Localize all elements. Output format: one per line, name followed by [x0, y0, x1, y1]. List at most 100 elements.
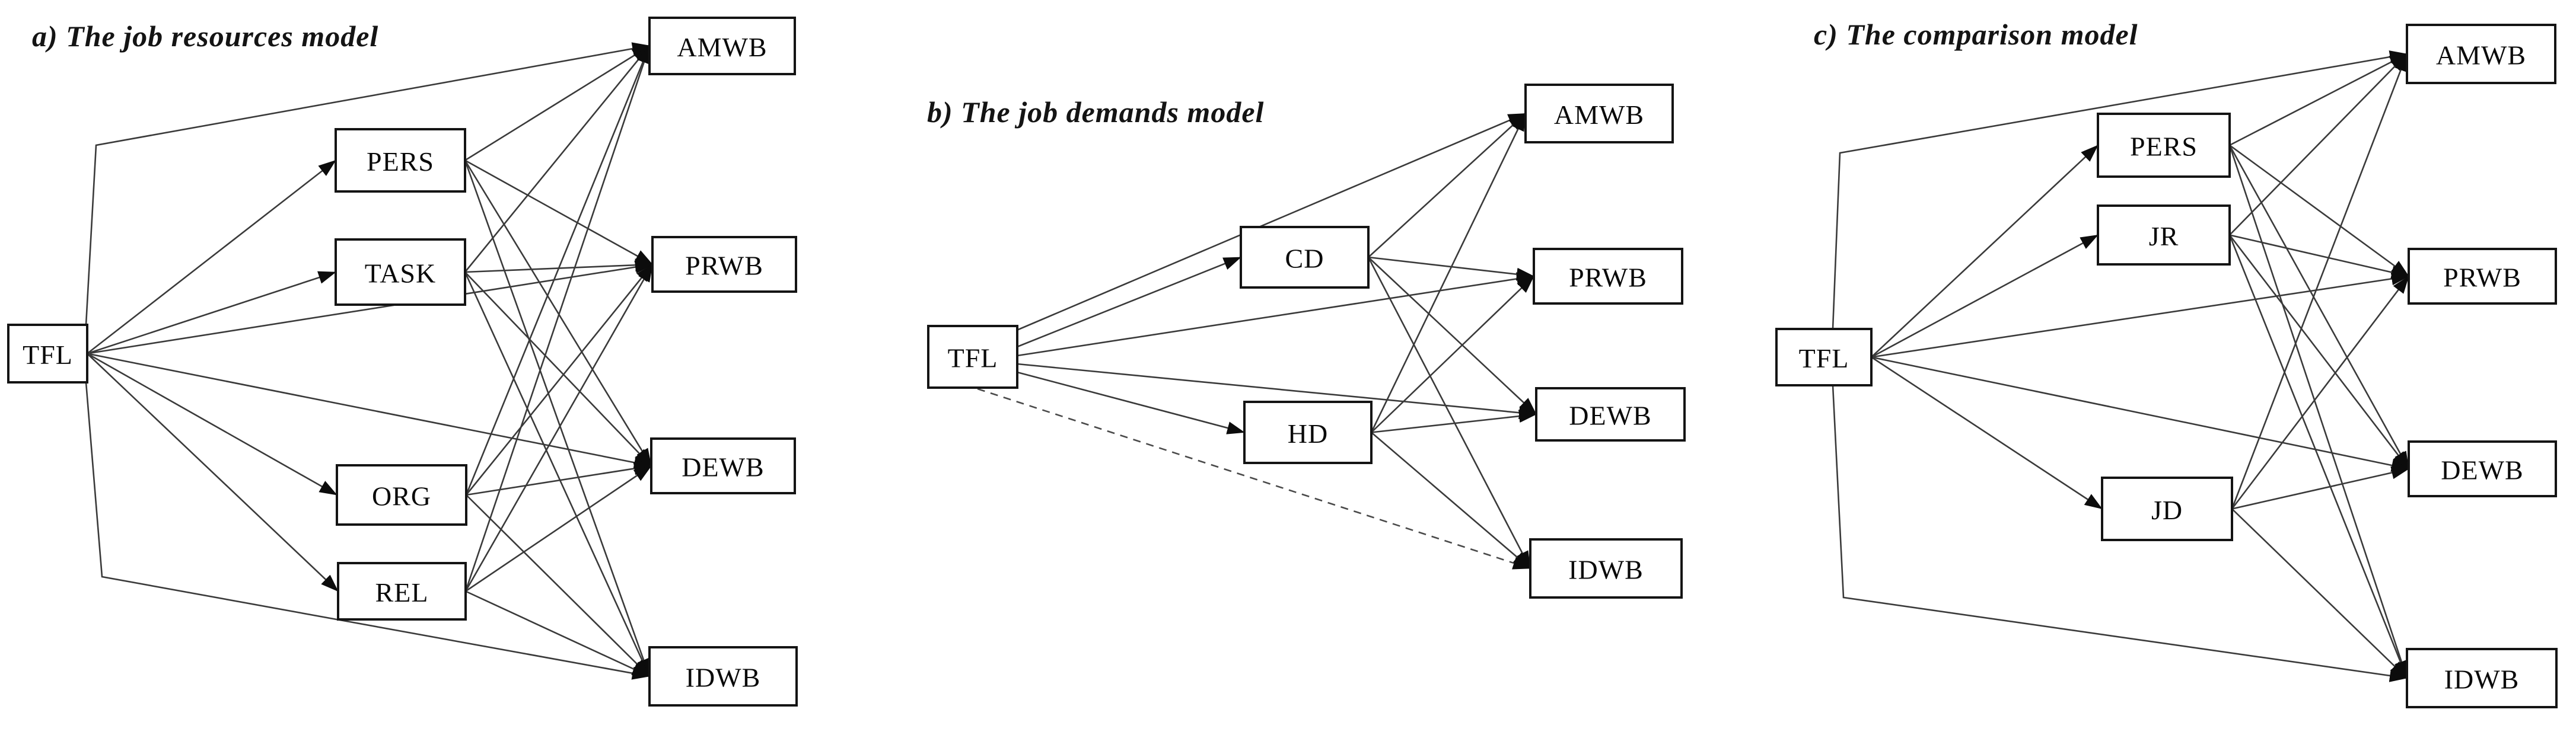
panel-b-title: b) The job demands model: [927, 95, 1264, 129]
node-b-DEWB-box: [1535, 387, 1686, 442]
node-c-IDWB: IDWB: [2406, 648, 2558, 708]
node-a-IDWB: IDWB: [648, 646, 798, 707]
node-b-HD: HD: [1243, 401, 1373, 464]
edge-a-TFL-PERS: [87, 159, 336, 354]
edge-a-TFL-IDWB: [85, 382, 650, 680]
node-c-PERS: PERS: [2097, 113, 2231, 178]
node-a-AMWB-label: AMWB: [677, 32, 767, 62]
edge-b-TFL-CD: [1017, 256, 1241, 348]
node-a-ORG: ORG: [336, 464, 467, 526]
edge-c-JD-AMWB: [2231, 53, 2408, 509]
edge-a-TFL-TASK: [87, 271, 336, 354]
edge-a-TFL-DEWB: [87, 353, 652, 469]
node-a-ORG-label: ORG: [372, 481, 431, 512]
panel-b: TFL CD HD AMWB PRWB DEWB IDWB b) The job demand…: [927, 84, 1686, 599]
node-a-TASK-box: [335, 238, 466, 306]
node-a-AMWB: AMWB: [648, 17, 796, 75]
node-c-AMWB-label: AMWB: [2436, 40, 2526, 71]
node-b-HD-label: HD: [1288, 418, 1328, 449]
node-a-DEWB-box: [650, 437, 796, 494]
edge-c-TFL-PRWB: [1871, 272, 2409, 358]
edge-b-TFL-AMWB: [1015, 113, 1526, 332]
node-a-REL-label: REL: [375, 577, 429, 608]
node-c-JR-box: [2097, 204, 2231, 266]
edge-a-TFL-REL: [87, 353, 339, 592]
node-a-PERS: PERS: [335, 128, 466, 193]
edge-a-PERS-PRWB: [464, 159, 653, 266]
node-a-PRWB: PRWB: [651, 236, 797, 293]
node-c-DEWB-box: [2408, 440, 2557, 497]
edge-b-HD-PRWB: [1371, 276, 1534, 433]
node-a-DEWB-label: DEWB: [682, 452, 764, 482]
node-b-IDWB-label: IDWB: [1568, 555, 1644, 585]
edge-a-TASK-AMWB: [464, 45, 651, 273]
node-a-REL: REL: [337, 562, 467, 621]
edge-a-PERS-DEWB: [464, 159, 652, 466]
node-b-CD-box: [1240, 226, 1370, 289]
node-b-DEWB-label: DEWB: [1569, 401, 1651, 431]
node-c-DEWB: DEWB: [2408, 440, 2557, 497]
node-a-ORG-box: [336, 464, 467, 526]
node-b-TFL-label: TFL: [948, 343, 998, 373]
node-b-AMWB: AMWB: [1524, 84, 1674, 143]
edge-a-PERS-AMWB: [464, 45, 650, 161]
node-c-JR-label: JR: [2149, 221, 2179, 251]
node-c-TFL-box: [1775, 328, 1873, 386]
node-c-DEWB-label: DEWB: [2441, 455, 2523, 485]
node-a-TFL-label: TFL: [23, 340, 73, 370]
panel-a-title: a) The job resources model: [32, 20, 378, 53]
edge-a-ORG-AMWB: [465, 45, 651, 496]
edge-b-HD-AMWB: [1370, 113, 1527, 433]
node-a-AMWB-box: [648, 17, 796, 75]
edge-c-TFL-AMWB: [1832, 50, 2408, 330]
node-a-IDWB-box: [648, 646, 798, 707]
edge-c-PERS-PRWB: [2229, 144, 2409, 277]
edge-c-PERS-IDWB: [2228, 145, 2408, 679]
edge-b-TFL-HD: [1017, 371, 1245, 434]
node-a-TASK-label: TASK: [365, 258, 436, 289]
node-b-TFL: TFL: [927, 325, 1018, 389]
edge-b-HD-IDWB: [1371, 432, 1531, 569]
edge-b-CD-IDWB: [1367, 257, 1531, 569]
node-c-JD-box: [2101, 477, 2233, 541]
node-b-PRWB-label: PRWB: [1569, 263, 1647, 293]
node-b-AMWB-label: AMWB: [1554, 100, 1644, 130]
node-c-AMWB: AMWB: [2406, 24, 2556, 84]
node-c-TFL: TFL: [1775, 328, 1873, 386]
edge-a-REL-DEWB: [465, 465, 652, 592]
panel-c: TFL PERS JR JD AMWB PRWB DEWB IDWB c) The compar…: [1775, 18, 2558, 708]
node-c-PERS-label: PERS: [2130, 132, 2198, 162]
edge-b-HD-DEWB: [1371, 410, 1537, 433]
edge-c-JD-DEWB: [2231, 466, 2409, 510]
edge-a-TASK-DEWB: [464, 271, 652, 466]
edge-b-CD-DEWB: [1368, 257, 1537, 415]
node-c-JD: JD: [2101, 477, 2233, 541]
node-a-TFL: TFL: [7, 324, 88, 384]
node-b-AMWB-box: [1524, 84, 1674, 143]
node-c-PRWB: PRWB: [2408, 248, 2557, 305]
edge-a-REL-PRWB: [464, 264, 654, 592]
panel-c-title: c) The comparison model: [1814, 18, 2138, 51]
edge-b-TFL-IDWB: [977, 388, 1531, 570]
node-b-IDWB-box: [1529, 538, 1683, 599]
node-c-JD-label: JD: [2151, 495, 2183, 525]
node-a-TASK: TASK: [335, 238, 466, 306]
node-c-AMWB-box: [2406, 24, 2556, 84]
edge-c-PERS-AMWB: [2229, 53, 2408, 146]
edge-a-TFL-AMWB: [85, 42, 650, 325]
node-c-TFL-label: TFL: [1799, 343, 1849, 373]
node-c-JR: JR: [2097, 204, 2231, 266]
edge-c-PERS-DEWB: [2228, 145, 2410, 469]
node-a-REL-box: [337, 562, 467, 621]
node-a-TFL-box: [7, 324, 88, 384]
node-a-PRWB-box: [651, 236, 797, 293]
node-b-HD-box: [1243, 401, 1373, 464]
node-b-DEWB: DEWB: [1535, 387, 1686, 442]
edge-c-JR-DEWB: [2228, 234, 2410, 469]
edge-c-TFL-DEWB: [1871, 356, 2409, 472]
edge-a-PERS-IDWB: [464, 160, 651, 677]
edge-c-JR-AMWB: [2229, 53, 2408, 236]
node-b-CD-label: CD: [1285, 244, 1324, 274]
